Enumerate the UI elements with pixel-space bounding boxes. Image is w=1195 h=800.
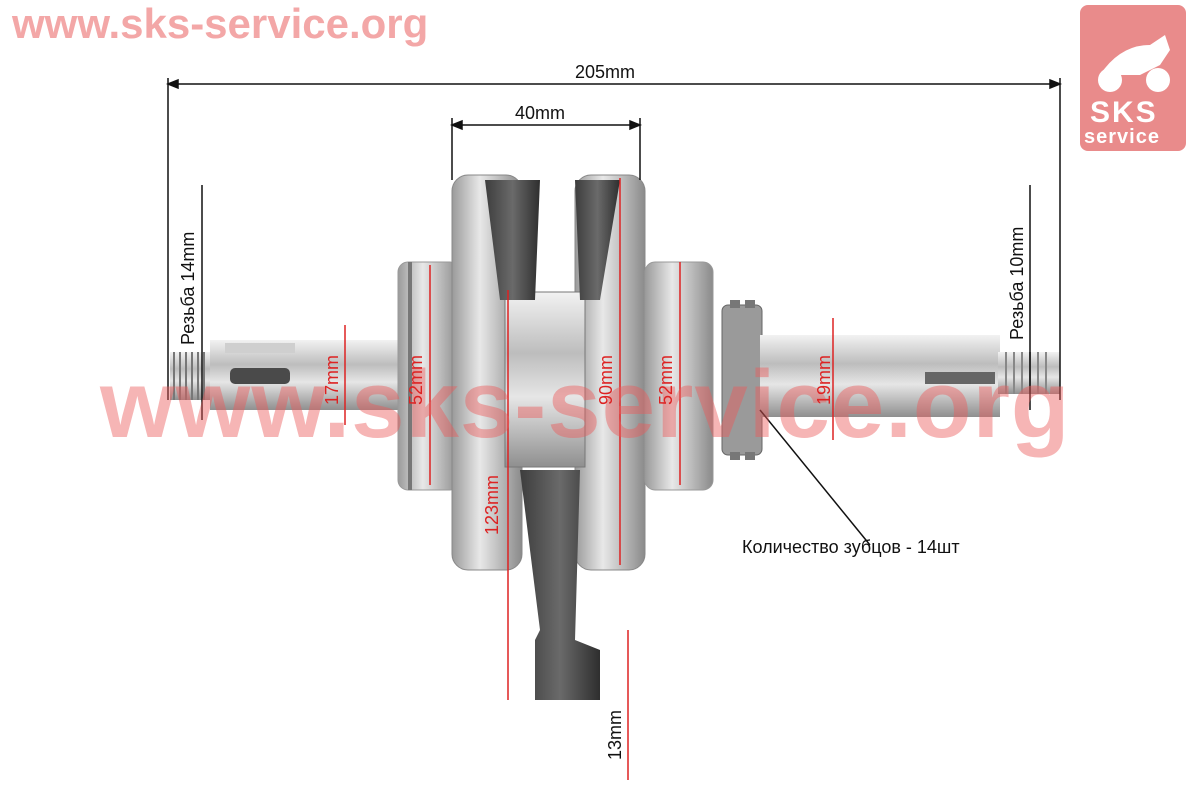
small-end-dim: 13mm xyxy=(605,709,625,760)
watermark-center-url: www.sks-service.org xyxy=(100,351,1071,458)
right-thread-label: Резьба 10mm xyxy=(1007,226,1027,340)
web-width-label: 40mm xyxy=(515,103,566,123)
sprocket-teeth-callout: Количество зубцов - 14шт xyxy=(742,537,960,557)
right-bearing-dim: 52mm xyxy=(656,354,676,405)
right-shaft xyxy=(760,335,1060,417)
dimension-lines xyxy=(165,78,1063,546)
logo-sks-text: SKS xyxy=(1090,96,1158,129)
sprocket xyxy=(721,300,763,460)
watermark-top-url: www.sks-service.org xyxy=(12,0,429,47)
left-thread xyxy=(170,352,212,400)
left-bearing-dim: 52mm xyxy=(406,354,426,405)
flywheel-dim: 90mm xyxy=(596,354,616,405)
left-shaft-dim: 17mm xyxy=(322,354,342,405)
red-dimension-lines xyxy=(344,178,834,780)
rod-length-dim: 123mm xyxy=(482,474,502,535)
total-length-label: 205mm xyxy=(575,62,636,82)
sks-logo xyxy=(1080,5,1186,151)
right-bearing xyxy=(644,261,714,491)
left-shaft xyxy=(210,340,400,410)
right-shaft-dim: 19mm xyxy=(814,354,834,405)
connecting-rod xyxy=(485,180,620,700)
logo-service-text: service xyxy=(1084,126,1160,148)
left-thread-label: Резьба 14mm xyxy=(178,231,198,345)
